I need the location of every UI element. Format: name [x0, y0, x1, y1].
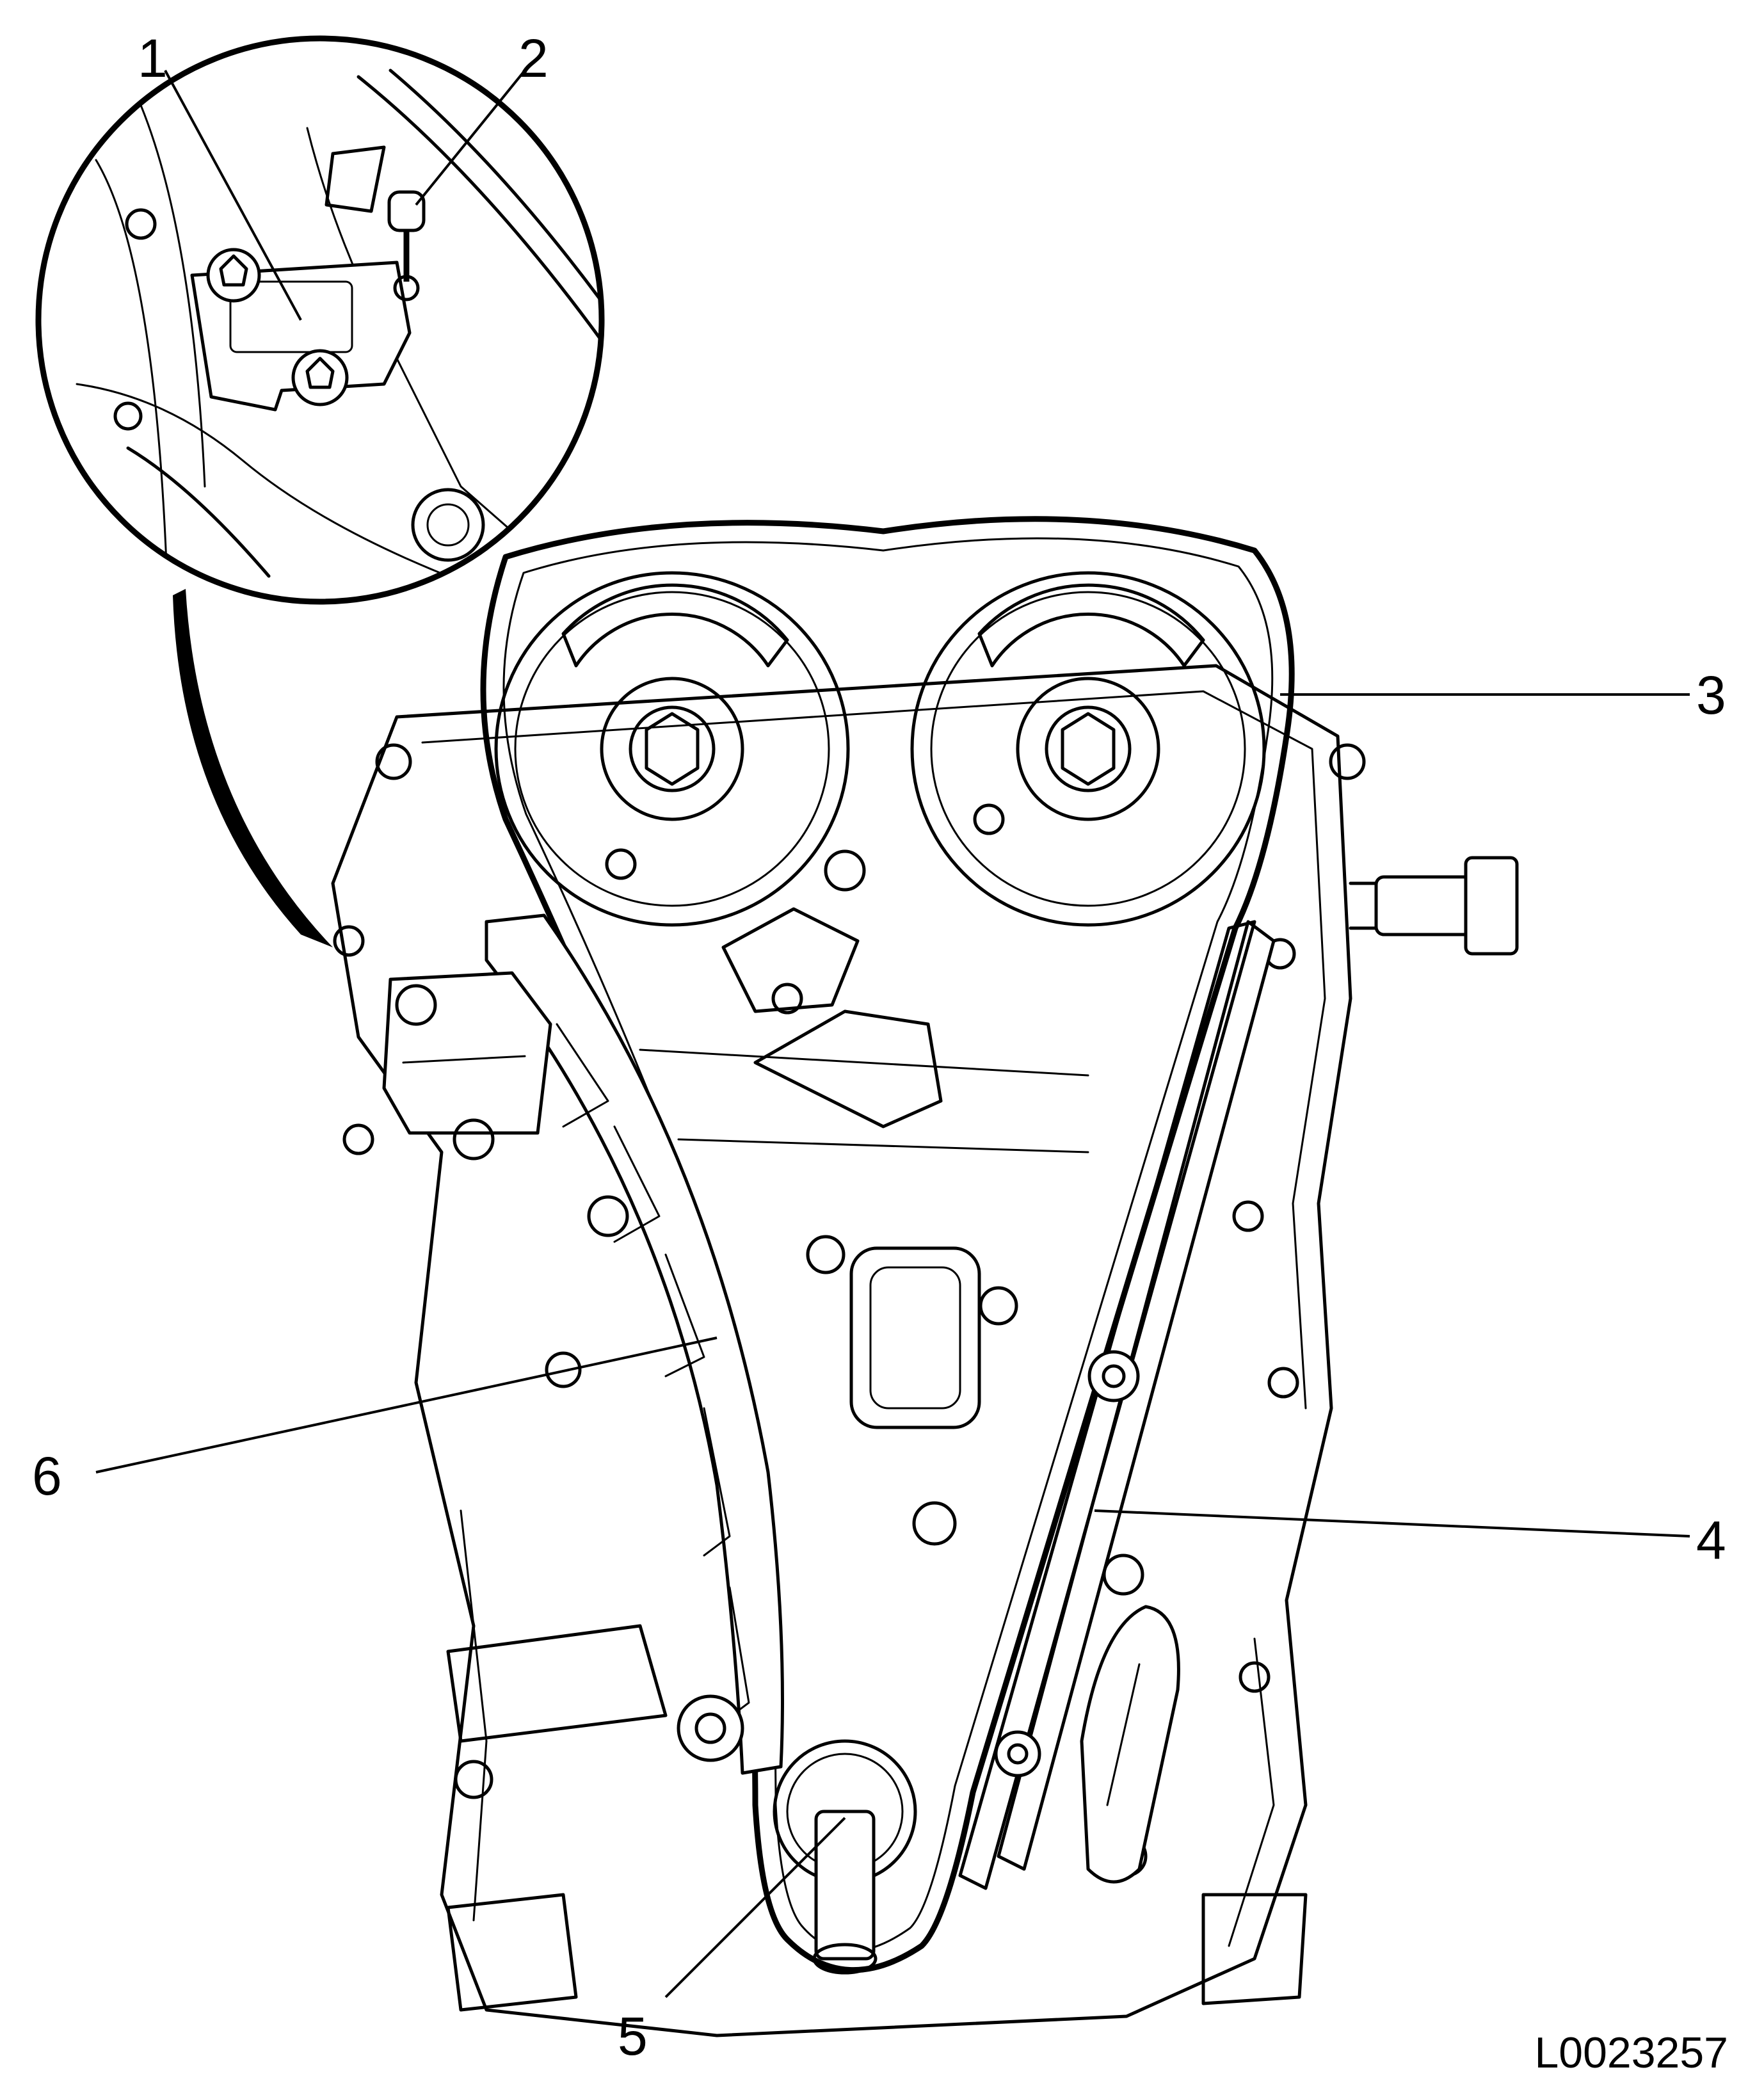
chain-guide-rail: [958, 920, 1276, 1890]
callout-4: 4: [1696, 1510, 1726, 1570]
chain-tensioner: [382, 971, 552, 1160]
exhaust-camshaft-sprocket: [910, 571, 1266, 927]
engine-block: [331, 664, 1519, 2037]
callout-leaders: [95, 69, 1690, 1998]
callout-2: 2: [518, 28, 549, 88]
block-bolts: [333, 743, 1366, 1877]
callout-5: 5: [618, 2006, 648, 2066]
callout-1: 1: [138, 28, 168, 88]
intake-camshaft-sprocket: [494, 571, 850, 927]
chain-tensioner-rail: [485, 913, 784, 1775]
detail-inset: [35, 35, 605, 605]
callout-labels: 1 2 3 4 5 6 L0023257: [32, 28, 1728, 2077]
detail-connector: [173, 589, 333, 947]
callout-3: 3: [1696, 665, 1726, 725]
crankshaft-sprocket: [773, 1739, 917, 1975]
callout-6: 6: [32, 1446, 62, 1506]
reference-code: L0023257: [1534, 2028, 1728, 2077]
locking-pin: [387, 190, 426, 301]
tensioner-mount-bolts: [206, 248, 349, 406]
